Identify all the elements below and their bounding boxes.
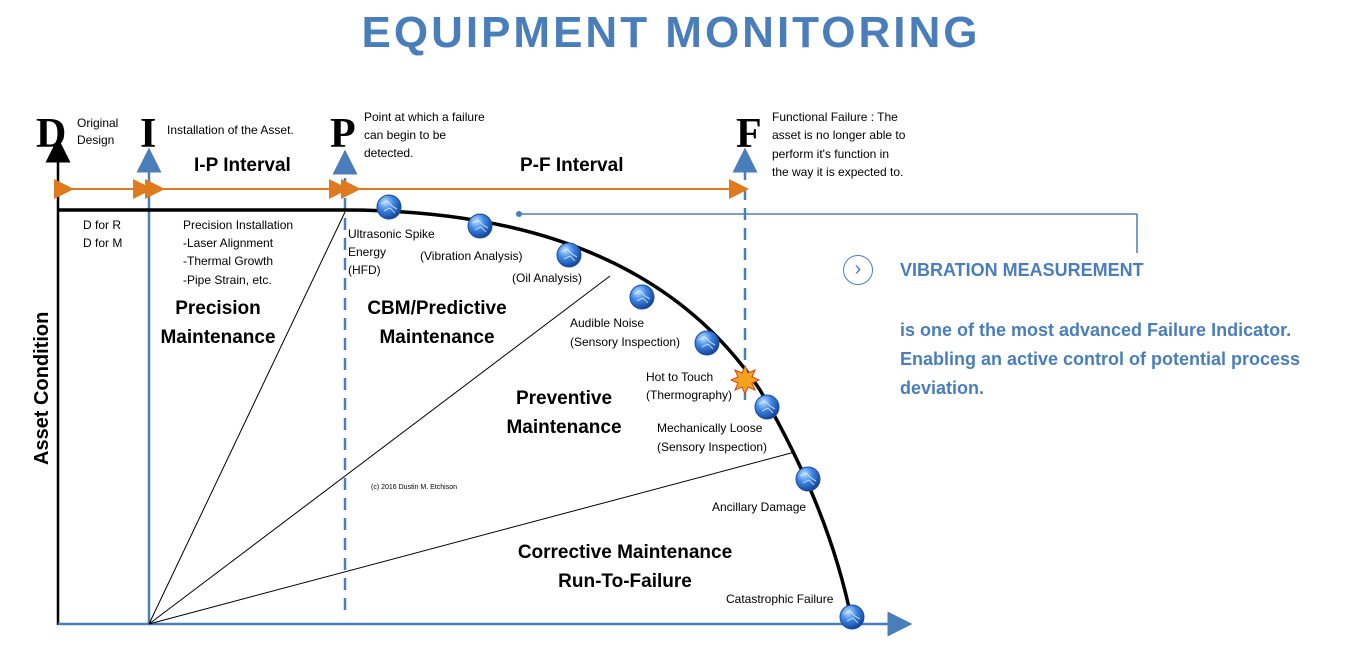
callout-body-line: is one of the most advanced Failure Indi…: [900, 320, 1292, 340]
milestone-f-letter: F: [736, 111, 762, 157]
copyright-note: (c) 2016 Dustin M. Etchison: [371, 484, 457, 491]
milestone-i-letter: I: [140, 111, 156, 157]
condition-curve: [58, 208, 854, 623]
callout-title: VIBRATION MEASUREMENT: [900, 260, 1144, 280]
globe-icon: [754, 394, 780, 420]
milestone-i-desc: Installation of the Asset.: [167, 123, 294, 137]
zone-line-1: [148, 211, 346, 625]
ip-interval-label: I-P Interval: [194, 155, 291, 176]
indicator-catastrophic: Catastrophic Failure: [726, 592, 834, 606]
globe-icon: [795, 466, 821, 492]
chevron-right-circle-icon[interactable]: ›: [843, 255, 873, 285]
pf-interval-label: P-F Interval: [520, 155, 623, 176]
globe-icon: [376, 194, 402, 220]
y-axis-label: Asset Condition: [31, 312, 53, 465]
zone-line-2: [148, 275, 611, 625]
callout-body: is one of the most advanced Failure Indi…: [900, 316, 1360, 403]
globe-icon: [839, 604, 865, 630]
starburst-icon: [729, 364, 761, 396]
milestone-d-letter: D: [36, 111, 66, 157]
indicator-oil: (Oil Analysis): [512, 271, 582, 285]
zone-line-3: [148, 451, 796, 625]
globe-icon: [467, 213, 493, 239]
globe-icon: [694, 330, 720, 356]
milestone-p-letter: P: [330, 111, 356, 157]
callout-body-line: Enabling an active control of potential …: [900, 349, 1301, 369]
indicator-vibration: (Vibration Analysis): [420, 249, 523, 263]
globe-icon: [556, 242, 582, 268]
precision-installation-list: Precision Installation-Laser Alignment-T…: [183, 218, 293, 287]
indicator-hot: Hot to Touch(Thermography): [646, 370, 732, 402]
indicator-loose: Mechanically Loose(Sensory Inspection): [657, 421, 767, 454]
page-title: EQUIPMENT MONITORING: [361, 8, 981, 57]
callout-body-line: deviation.: [900, 378, 985, 398]
globe-icon: [629, 284, 655, 310]
indicator-audible: Audible Noise(Sensory Inspection): [570, 316, 680, 349]
indicator-ancillary: Ancillary Damage: [712, 500, 806, 514]
